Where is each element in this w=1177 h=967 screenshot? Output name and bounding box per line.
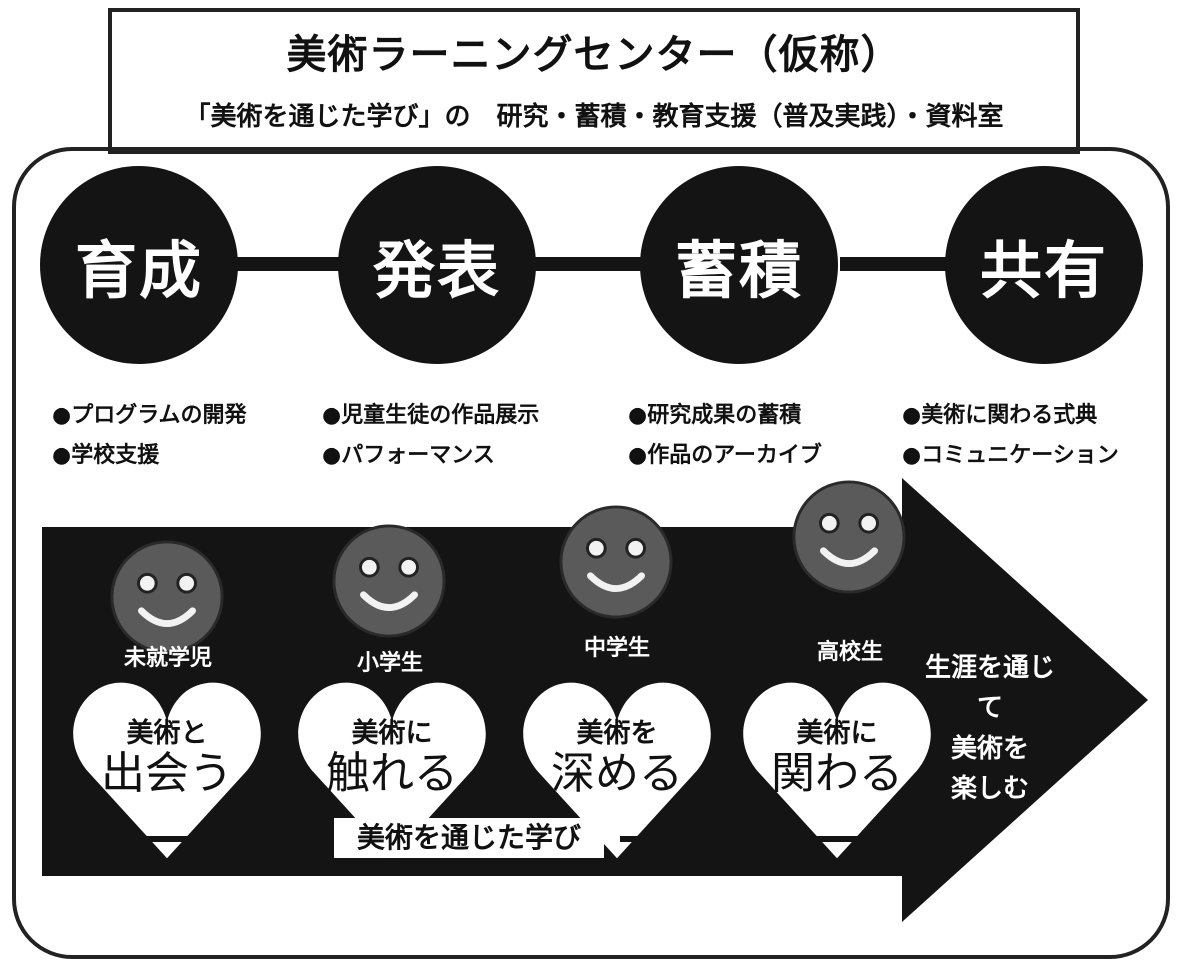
bottom-label: 美術を通じた学び (356, 821, 581, 854)
outer-frame (12, 147, 1170, 959)
page-subtitle: 「美術を通じた学び」の 研究・蓄積・教育支援（普及実践）・資料室 (184, 102, 1004, 132)
stage-circle-kyoyu: 共有 (945, 166, 1143, 364)
heart-shape (523, 682, 711, 859)
heart-text-line2: 深める (551, 748, 683, 800)
bullet-item: ●コミュニケーション (902, 443, 1119, 468)
stage-connector (840, 257, 955, 271)
bullet-item: ●研究成果の蓄積 (628, 403, 802, 428)
heart-text-line2: 関わる (771, 748, 903, 800)
bullet-item: ●児童生徒の作品展示 (322, 403, 540, 428)
smiley-face-icon (110, 540, 224, 654)
bullet-item: ●プログラムの開発 (52, 403, 247, 428)
heart-text-line1: 美術に (796, 718, 878, 749)
lifelong-line: 生涯を通じて (924, 653, 1055, 724)
age-label: 中学生 (583, 636, 650, 661)
heart-shape (73, 682, 261, 859)
header-box (108, 8, 1080, 154)
bullet-item: ●パフォーマンス (322, 443, 495, 468)
stage-circle-chikuseki: 蓄積 (640, 166, 838, 364)
heart-text: 美術と 出会う (72, 718, 262, 800)
bullet-item: ●美術に関わる式典 (902, 403, 1098, 428)
heart-text: 美術に 触れる (297, 718, 487, 800)
heart-text-line1: 美術に (351, 718, 433, 749)
heart-text-line1: 美術を (576, 718, 658, 749)
bottom-line-right (620, 836, 890, 842)
bottom-label-band (334, 818, 604, 858)
heart-text: 美術に 関わる (742, 718, 932, 800)
lifelong-line: 美術を (950, 733, 1029, 764)
age-label: 高校生 (816, 640, 883, 665)
heart-shape (743, 682, 931, 859)
stage-connector (535, 257, 645, 271)
bottom-line-left (45, 836, 320, 842)
stage-connector (235, 257, 345, 271)
heart-text-line1: 美術と (126, 718, 208, 749)
lifelong-line: 楽しむ (950, 773, 1029, 804)
bullet-item: ●学校支援 (52, 443, 160, 468)
smiley-face-icon (792, 480, 906, 594)
smiley-face-icon (559, 505, 673, 619)
heart-shape (298, 682, 486, 859)
heart-text: 美術を 深める (522, 718, 712, 800)
bullet-item: ●作品のアーカイブ (628, 443, 822, 468)
page-title: 美術ラーニングセンター（仮称） (286, 32, 902, 78)
age-label: 小学生 (356, 651, 423, 676)
heart-text-line2: 出会う (101, 748, 233, 800)
stage-circle-happyo: 発表 (338, 166, 536, 364)
stage-circle-ikusei: 育成 (40, 166, 238, 364)
heart-text-line2: 触れる (326, 748, 458, 800)
lifelong-text: 生涯を通じて 美術を 楽しむ (915, 648, 1065, 809)
smiley-face-icon (332, 524, 446, 638)
age-label: 未就学児 (123, 646, 212, 671)
